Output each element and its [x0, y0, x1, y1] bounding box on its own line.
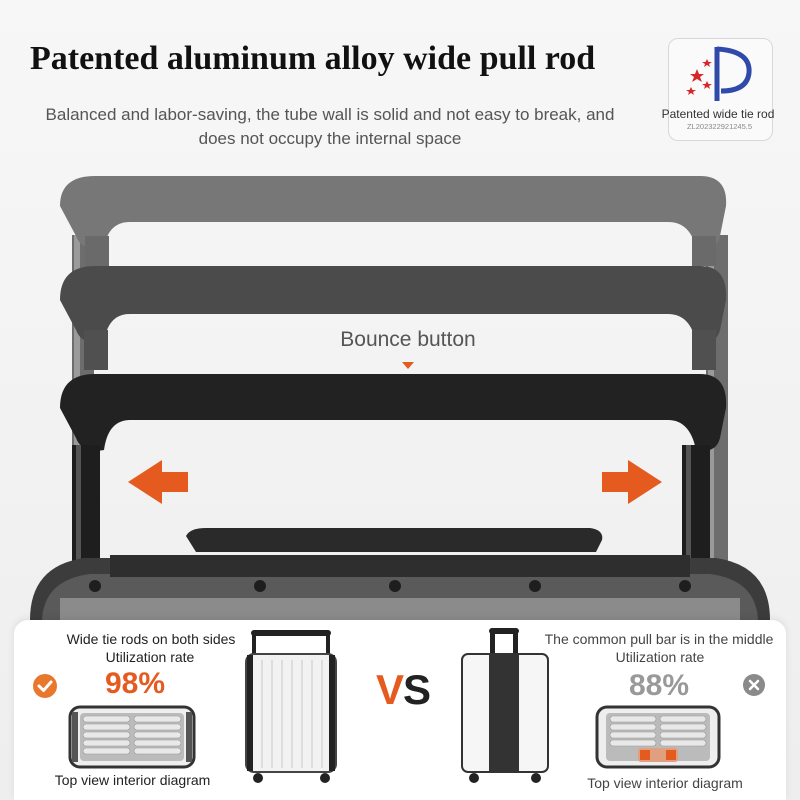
patent-badge — [668, 38, 773, 141]
wide-rod-suitcase-illustration — [245, 630, 337, 783]
right-diagram-caption: Top view interior diagram — [587, 775, 743, 791]
middle-rod-suitcase-illustration — [461, 628, 549, 783]
patent-logo-icon — [686, 46, 752, 101]
patent-number: ZL202322921245.5 — [686, 122, 753, 131]
expand-arrow-left-icon — [128, 460, 188, 504]
left-utilization-label: Utilization rate — [105, 649, 195, 665]
page-subtitle: Balanced and labor-saving, the tube wall… — [45, 105, 615, 148]
left-interior-diagram — [68, 705, 196, 769]
vs-letter-v: V — [375, 666, 404, 713]
right-utilization-label: Utilization rate — [615, 649, 705, 665]
check-icon — [33, 674, 57, 698]
cross-icon — [743, 674, 765, 696]
vs-label: VS — [372, 666, 434, 714]
left-diagram-caption: Top view interior diagram — [54, 772, 211, 788]
carry-handle — [186, 528, 603, 552]
vs-letter-s: S — [403, 666, 431, 713]
handle-extended-top — [60, 176, 727, 266]
expand-arrow-right-icon — [602, 460, 662, 504]
left-heading: Wide tie rods on both sides — [66, 631, 236, 647]
right-utilization-value: 88% — [628, 669, 690, 702]
handle-extended-mid — [60, 266, 727, 370]
right-heading: The common pull bar is in the middle — [544, 631, 774, 647]
page-title: Patented aluminum alloy wide pull rod — [30, 40, 596, 77]
patent-badge-title: Patented wide tie rod — [661, 107, 775, 121]
right-interior-diagram — [595, 705, 721, 769]
bounce-pointer-icon — [402, 362, 414, 369]
handle-retracted — [60, 374, 727, 565]
left-utilization-value: 98% — [104, 667, 166, 700]
bounce-button-label: Bounce button — [340, 328, 476, 351]
